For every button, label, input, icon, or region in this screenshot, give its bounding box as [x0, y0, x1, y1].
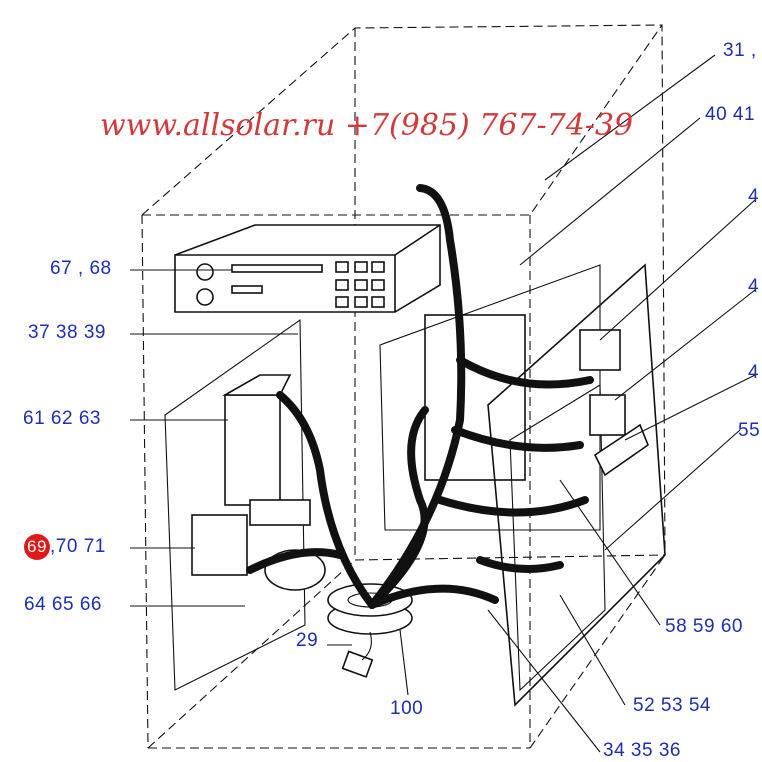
callout-34-35-36: 34 35 36 — [603, 740, 681, 761]
leader-lines — [130, 54, 756, 753]
callout-55: 55 — [738, 420, 761, 441]
callout-31: 31 , — [723, 40, 757, 61]
rear-mounting-plate — [164, 264, 601, 691]
tubing — [246, 184, 594, 609]
callout-4-c: 4 — [748, 362, 760, 383]
callout-52-53-54: 52 53 54 — [633, 695, 711, 716]
callout-29: 29 — [296, 630, 319, 651]
callout-70-71: ,70 71 — [50, 536, 106, 558]
callout-40-41: 40 41 — [705, 104, 756, 125]
front-door-panel — [487, 263, 666, 707]
highlight-badge: 69 — [24, 534, 50, 560]
callout-37-38-39: 37 38 39 — [28, 322, 106, 343]
internal-components — [191, 314, 649, 591]
callout-4-b: 4 — [748, 276, 760, 297]
callout-67-68: 67 , 68 — [50, 258, 112, 279]
callout-69-70-71: 69,70 71 — [24, 534, 106, 560]
callout-61-62-63: 61 62 63 — [23, 408, 101, 429]
callout-100: 100 — [390, 698, 424, 719]
control-panel — [174, 224, 441, 313]
callout-64-65-66: 64 65 66 — [24, 594, 102, 615]
watermark-text: www.allsolar.ru +7(985) 767-74-39 — [100, 108, 634, 143]
callout-4-a: 4 — [748, 186, 760, 207]
cabinet-outline — [141, 24, 666, 749]
callout-58-59-60: 58 59 60 — [665, 616, 743, 637]
